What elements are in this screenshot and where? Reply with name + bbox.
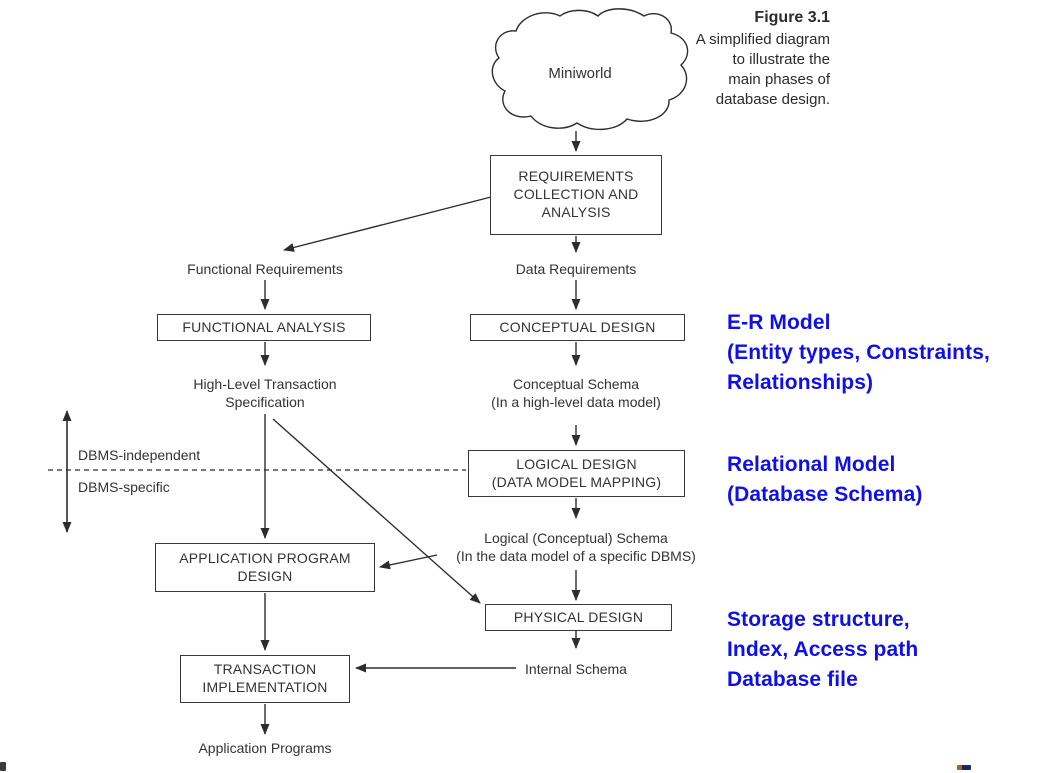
er-model-annotation: E-R Model (Entity types, Constraints, Re… [727,311,990,394]
transaction-implementation-box: TRANSACTION IMPLEMENTATION [180,655,350,703]
miniworld-cloud-shape [491,8,689,130]
arrow-logical-schema-to-application-program-design [379,554,438,570]
figure-caption-line: A simplified diagram [695,31,830,48]
data-requirements-label: Data Requirements [515,261,637,277]
application-program-design-box: APPLICATION PROGRAM DESIGN [155,543,375,592]
conceptual-design-box: CONCEPTUAL DESIGN [470,314,685,341]
storage-structure-annotation: Storage structure, Index, Access path Da… [727,608,919,691]
application-programs-label: Application Programs [198,740,332,756]
figure-caption: Figure 3.1 A simplified diagram to illus… [696,8,830,110]
scan-artifact-mark [957,765,971,770]
miniworld-label: Miniworld [548,65,612,82]
dbms-independent-label: DBMS-independent [78,447,201,463]
functional-requirements-label: Functional Requirements [187,261,343,277]
high-level-transaction-specification-label: High-Level Transaction Specification [193,376,337,411]
requirements-collection-box: REQUIREMENTS COLLECTION AND ANALYSIS [490,155,662,235]
internal-schema-label: Internal Schema [525,661,627,677]
figure-caption-line: database design. [715,91,830,108]
logical-schema-label: Logical (Conceptual) Schema (In the data… [456,530,696,565]
logical-design-box: LOGICAL DESIGN (DATA MODEL MAPPING) [468,450,685,497]
physical-design-box: PHYSICAL DESIGN [485,604,672,631]
scan-artifact-mark [0,762,6,771]
conceptual-schema-label: Conceptual Schema (In a high-level data … [491,376,661,411]
figure-caption-line: main phases of [728,71,830,88]
figure-caption-line: to illustrate the [732,51,830,68]
functional-analysis-box: FUNCTIONAL ANALYSIS [157,314,371,341]
dbms-specific-label: DBMS-specific [78,479,170,495]
relational-model-annotation: Relational Model (Database Schema) [727,453,923,506]
arrow-requirements-to-functional-requirements [283,196,492,252]
figure-caption-title: Figure 3.1 [754,9,830,26]
arrow-specification-to-physical-design [272,418,481,604]
